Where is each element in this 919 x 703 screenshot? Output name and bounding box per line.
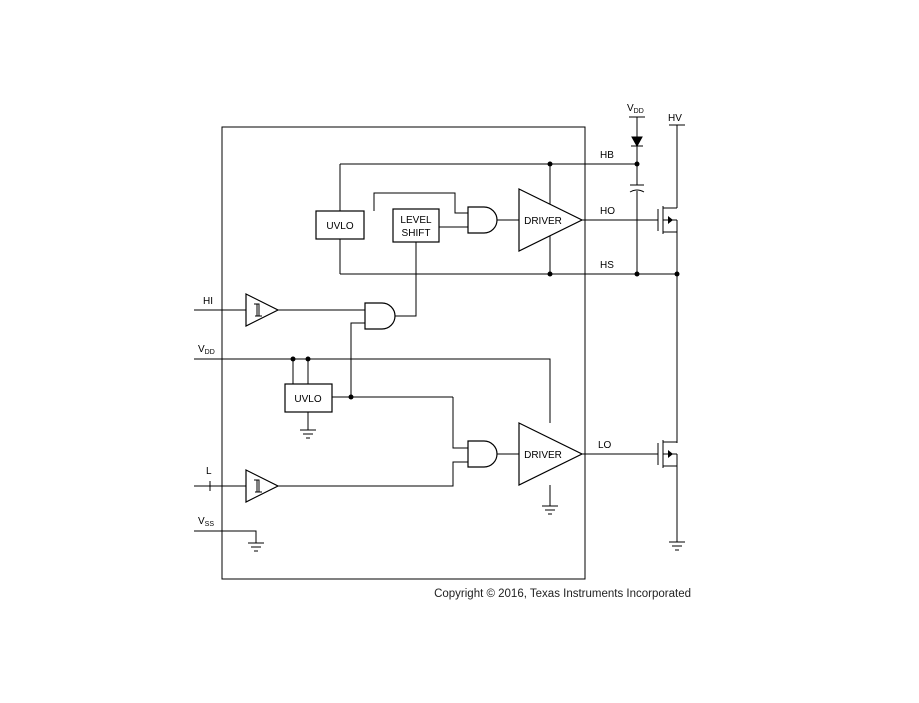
copyright-notice: Copyright © 2016, Texas Instruments Inco…	[434, 588, 691, 600]
uvlo-low-ground-icon	[300, 412, 316, 439]
and-gate-mid-output-wire	[395, 242, 417, 317]
level-shift-label-line2: SHIFT	[402, 228, 431, 239]
and-gate-mid	[364, 302, 396, 330]
low-side-mosfet-icon	[657, 440, 678, 468]
power-ground-icon	[669, 541, 685, 551]
pin-label-vdd-top: VDD	[627, 103, 644, 115]
vdd-rail	[194, 358, 551, 423]
junction-dot	[547, 161, 553, 167]
uvlo-high-label: UVLO	[326, 221, 353, 232]
hi-schmitt-buffer	[245, 293, 280, 327]
bootstrap-diode-icon	[631, 136, 643, 148]
driver-low-label: DRIVER	[524, 450, 562, 461]
junction-dot	[547, 271, 553, 277]
driver-high-label: DRIVER	[524, 216, 562, 227]
uvlo-low-to-and-mid-wire	[350, 322, 365, 397]
uvlo-low-to-and-low-wire	[452, 397, 468, 449]
driver-low-ground-icon	[542, 485, 558, 515]
level-shift-label-line1: LEVEL	[400, 215, 432, 226]
uvlo-low-block: UVLO	[284, 383, 333, 413]
pin-label-vdd: VDD	[198, 344, 215, 356]
pin-label-hb: HB	[600, 150, 614, 161]
ic-boundary	[221, 126, 586, 580]
high-side-mosfet-icon	[657, 205, 678, 234]
pin-label-hv: HV	[668, 113, 682, 124]
pin-label-hs: HS	[600, 260, 614, 271]
level-shift-block: LEVEL SHIFT	[392, 208, 440, 243]
li-buffer-output-wire	[278, 461, 468, 487]
uvlo-high-block: UVLO	[315, 210, 365, 240]
and-gate-high	[467, 206, 498, 234]
vss-wire	[194, 530, 257, 543]
pin-label-lo: LO	[598, 440, 612, 451]
driver-low-block: DRIVER	[518, 422, 584, 486]
and-gate-low	[467, 440, 498, 468]
driver-high-block: DRIVER	[518, 188, 584, 252]
uvlo-low-label: UVLO	[294, 394, 321, 405]
pin-label-vss: VSS	[198, 516, 214, 528]
pin-label-ho: HO	[600, 206, 615, 217]
pin-label-hi: HI	[203, 296, 213, 307]
pin-label-li: L	[206, 466, 212, 477]
li-schmitt-buffer	[245, 469, 280, 503]
vss-ground-icon	[248, 542, 264, 552]
bootstrap-capacitor-icon	[629, 184, 645, 193]
uvlo-high-output-wire	[373, 192, 468, 214]
